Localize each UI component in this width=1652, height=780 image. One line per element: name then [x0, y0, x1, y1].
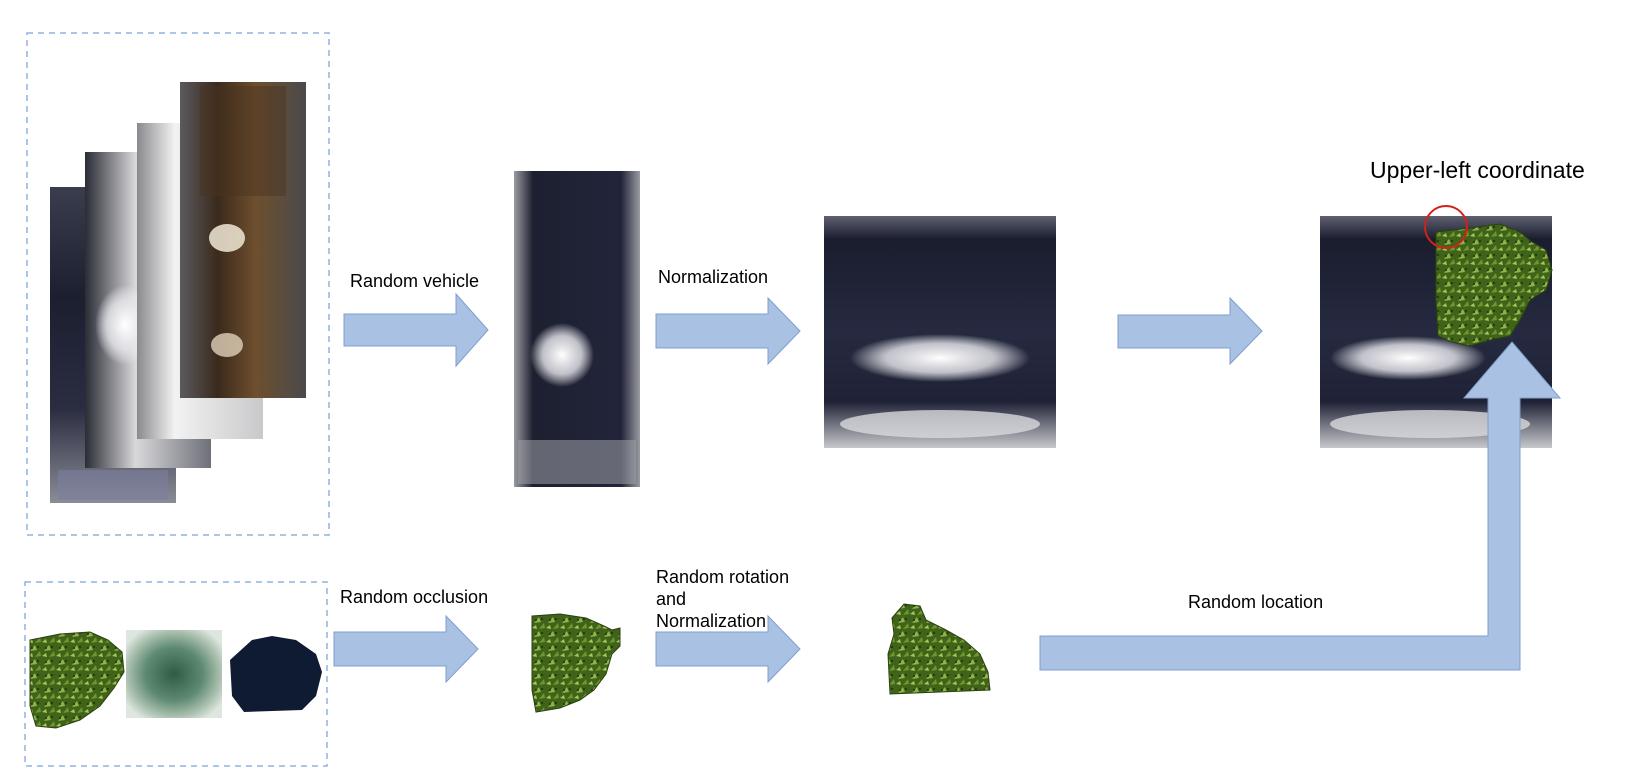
upper-left-coordinate-label: Upper-left coordinate	[1370, 157, 1585, 183]
occluder-set	[29, 630, 322, 729]
occluder-input-group	[24, 581, 328, 767]
selected-vehicle-crop	[514, 171, 640, 487]
vehicle-input-group	[26, 32, 330, 536]
random-occlusion-arrow	[333, 614, 479, 684]
random-location-label: Random location	[1188, 592, 1324, 612]
random-vehicle-label: Random vehicle	[350, 271, 480, 291]
placed-leaf-occluder	[1435, 223, 1553, 347]
random-rotation-label: Random rotation and Normalization	[656, 566, 789, 632]
normalization-arrow	[655, 296, 801, 366]
random-rotation-line-3: Normalization	[656, 611, 767, 631]
normalized-vehicle-crop	[824, 216, 1056, 448]
random-vehicle-arrow	[343, 292, 489, 368]
random-occlusion-label: Random occlusion	[340, 587, 489, 607]
vehicle-stack	[50, 82, 306, 503]
random-rotation-line-2: and	[656, 589, 687, 609]
selected-occluder	[531, 613, 621, 713]
compose-arrow	[1117, 296, 1263, 366]
leafy-green-occluder	[29, 631, 125, 729]
brown-vehicle-crop	[180, 82, 306, 398]
random-rotation-line-1: Random rotation	[656, 567, 790, 587]
normalized-occluder	[887, 603, 991, 695]
blurred-green-occluder	[126, 630, 222, 718]
random-rotation-arrow	[655, 614, 801, 684]
dark-navy-occluder	[230, 636, 322, 712]
upper-left-coordinate-marker	[1424, 205, 1468, 249]
random-location-arrow	[1039, 341, 1562, 671]
normalization-label: Normalization	[658, 267, 769, 287]
